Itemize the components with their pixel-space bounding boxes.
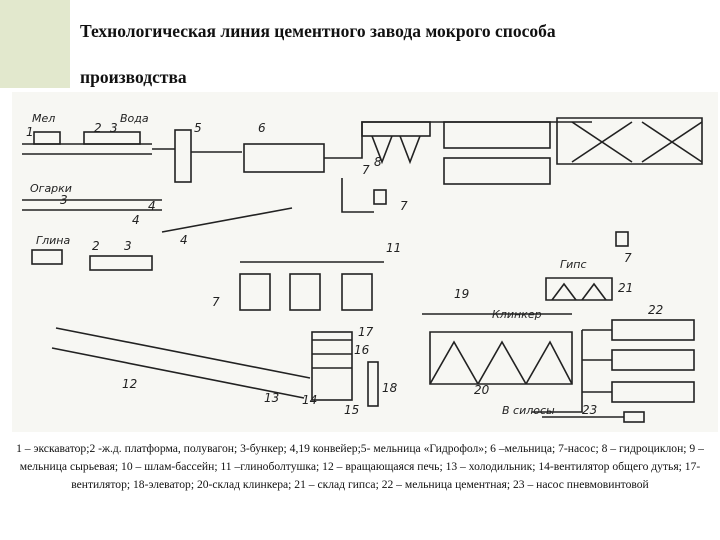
raw-mill-9b (443, 157, 551, 185)
legend-caption: 1 – экскаватор;2 -ж.д. платформа, полува… (16, 442, 704, 491)
num-3a: 3 (110, 121, 118, 135)
num-4a: 4 (132, 213, 140, 227)
label-chalk: Мел (32, 112, 55, 125)
num-19: 19 (454, 287, 469, 301)
num-15: 15 (344, 403, 359, 417)
cooler-grates (312, 339, 352, 369)
hydrocyclones-8 (371, 135, 421, 165)
num-17: 17 (358, 325, 374, 339)
conveyor-3 (22, 199, 162, 211)
num-7a: 7 (362, 163, 370, 177)
pump-23 (623, 411, 645, 423)
mill-6 (243, 143, 325, 173)
label-clay: Глина (36, 234, 71, 247)
num-8: 8 (374, 155, 382, 169)
basin-mixers (571, 121, 703, 163)
num-18: 18 (382, 381, 398, 395)
num-3b: 3 (60, 193, 68, 207)
num-3c: 3 (124, 239, 132, 253)
pump-line-7 (341, 178, 374, 213)
num-1: 1 (26, 125, 34, 139)
conveyor-top (22, 143, 152, 155)
raw-mill-9a (443, 121, 551, 149)
title-line-2: производства (80, 67, 187, 87)
cooler-13 (311, 331, 353, 401)
cement-mill-22a (611, 319, 695, 341)
num-21: 21 (618, 281, 633, 295)
clinker-store-20 (429, 331, 573, 385)
conveyor-4 (161, 207, 293, 233)
label-scrap: Огарки (30, 182, 72, 195)
label-to-silos: В силосы (502, 404, 555, 417)
mill-feed-lines (532, 329, 612, 413)
num-16: 16 (354, 343, 370, 357)
excavator-clay (31, 249, 63, 265)
rotary-kiln-12 (51, 327, 311, 399)
excavator-1 (33, 131, 61, 145)
cement-mill-22c (611, 381, 695, 403)
platform-clay-2 (89, 255, 153, 271)
num-13: 13 (264, 391, 279, 405)
label-gypsum: Гипс (560, 258, 587, 271)
num-4c: 4 (180, 233, 188, 247)
process-scheme: Мел Вода Огарки Глина Гипс Клинкер В сил… (12, 92, 718, 432)
num-14: 14 (302, 393, 317, 407)
pump-7c (615, 231, 629, 247)
platform-2 (83, 131, 141, 145)
pump-7b (373, 189, 387, 205)
num-7d: 7 (624, 251, 632, 265)
title-accent-bar (0, 0, 70, 88)
slurry-line-top (324, 121, 592, 159)
label-clinker: Клинкер (492, 308, 542, 321)
mill-hydrofol-5 (174, 129, 192, 183)
num-23: 23 (582, 403, 597, 417)
title-line-1: Технологическая линия цементного завода … (80, 21, 556, 41)
elevator-18 (367, 361, 379, 407)
gypsum-store-21 (545, 277, 613, 301)
clay-mixer-11b (289, 273, 321, 311)
slurry-basin-10 (556, 117, 703, 165)
cement-mill-22b (611, 349, 695, 371)
num-20: 20 (474, 383, 490, 397)
slide-title: Технологическая линия цементного завода … (80, 8, 710, 100)
num-2a: 2 (94, 121, 102, 135)
num-6: 6 (258, 121, 266, 135)
num-7c: 7 (212, 295, 220, 309)
clay-mixer-11c (341, 273, 373, 311)
hydrocyclone-block-8 (361, 121, 431, 137)
num-5: 5 (194, 121, 202, 135)
num-12: 12 (122, 377, 137, 391)
num-22: 22 (648, 303, 663, 317)
clay-mixer-11a (239, 273, 271, 311)
num-2b: 2 (92, 239, 100, 253)
num-4b: 4 (148, 199, 156, 213)
num-7b: 7 (400, 199, 408, 213)
scheme-drawing: Мел Вода Огарки Глина Гипс Клинкер В сил… (22, 112, 703, 423)
gypsum-piles (551, 282, 607, 301)
label-water: Вода (120, 112, 149, 125)
clinker-piles (429, 340, 573, 385)
num-11: 11 (386, 241, 401, 255)
